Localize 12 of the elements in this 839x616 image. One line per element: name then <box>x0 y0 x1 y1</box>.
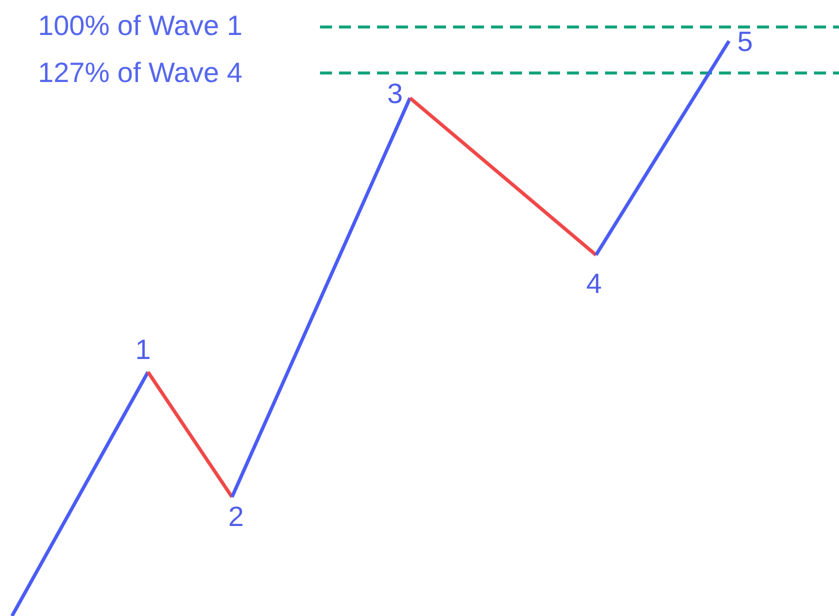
wave-number: 3 <box>381 78 409 114</box>
wave-number: 1 <box>129 334 157 370</box>
wave-number: 4 <box>580 268 608 304</box>
wave-line <box>594 40 730 256</box>
wave-number: 5 <box>731 26 759 62</box>
level-label: 127% of Wave 4 <box>38 57 242 89</box>
level-label: 100% of Wave 1 <box>38 10 242 42</box>
wave-line <box>10 371 150 616</box>
wave-number: 2 <box>222 501 250 537</box>
wave-line <box>408 96 598 256</box>
wave-line <box>230 97 412 498</box>
wave-line <box>146 371 234 498</box>
